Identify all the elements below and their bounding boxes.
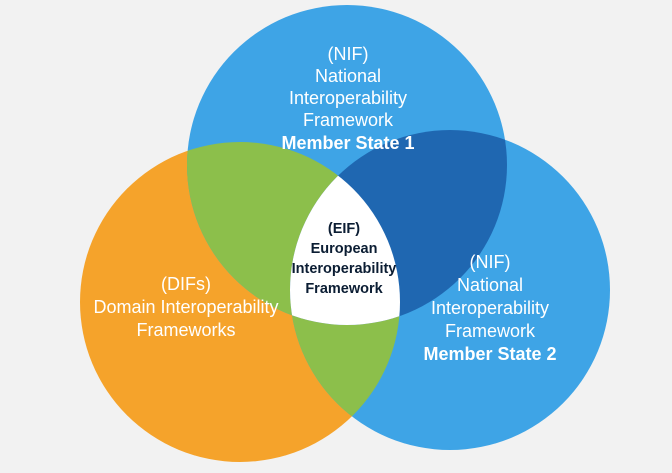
eif-label: (EIF) European Interoperability Framewor…: [292, 221, 397, 297]
eif-center-region: [290, 142, 400, 325]
nif1-line2: Interoperability: [289, 88, 407, 108]
nif1-line3: Framework: [303, 110, 394, 130]
nif2-state: Member State 2: [423, 344, 556, 364]
dif-line1: Domain Interoperability: [93, 297, 278, 317]
nif1-abbr: (NIF): [328, 44, 369, 64]
dif-abbr: (DIFs): [161, 274, 211, 294]
eif-line3: Framework: [305, 281, 383, 297]
eif-abbr: (EIF): [328, 221, 360, 237]
nif2-line1: National: [457, 275, 523, 295]
nif1-state: Member State 1: [281, 133, 414, 153]
eif-line2: Interoperability: [292, 261, 397, 277]
nif2-abbr: (NIF): [470, 252, 511, 272]
nif-member-state-1-label: (NIF) National Interoperability Framewor…: [281, 44, 414, 153]
eif-line1: European: [311, 241, 378, 257]
dif-label: (DIFs) Domain Interoperability Framework…: [93, 274, 278, 340]
nif-member-state-2-label: (NIF) National Interoperability Framewor…: [423, 252, 556, 364]
nif2-line2: Interoperability: [431, 298, 549, 318]
nif1-line1: National: [315, 66, 381, 86]
nif2-line3: Framework: [445, 321, 536, 341]
dif-line2: Frameworks: [136, 320, 235, 340]
